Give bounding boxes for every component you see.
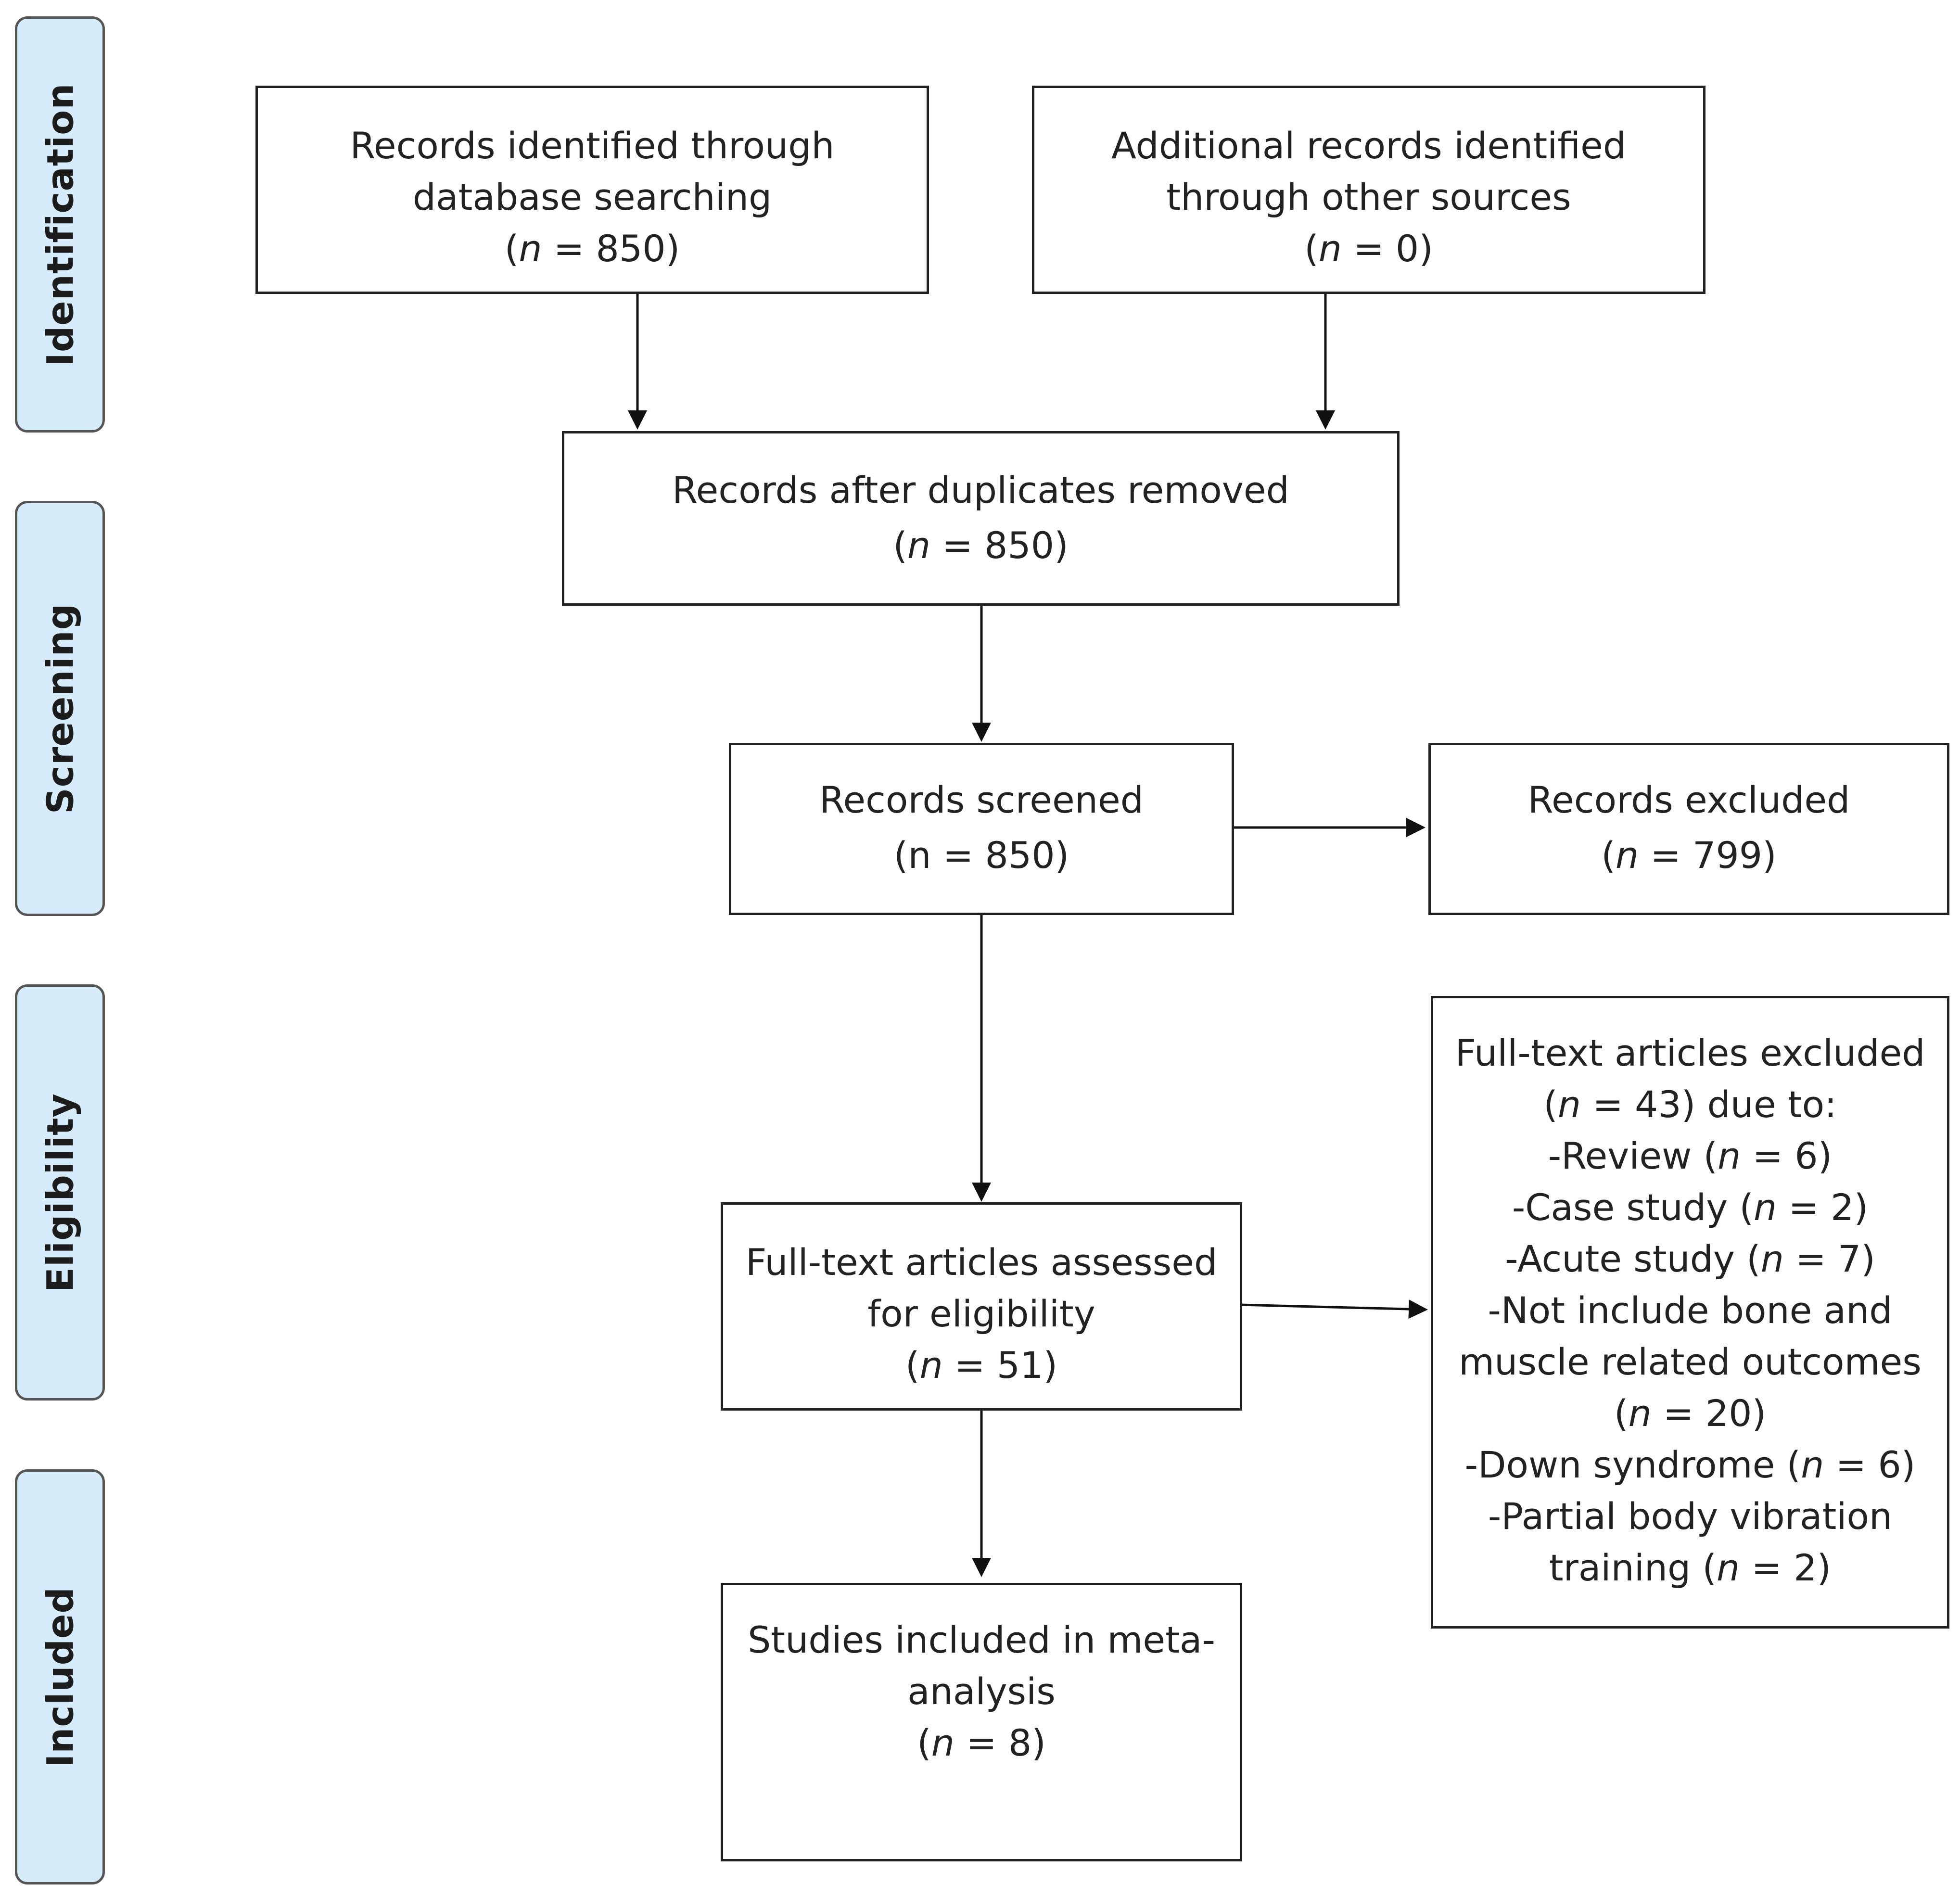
box-fulltext-excluded: Full-text articles excluded (n = 43) due…	[1431, 996, 1949, 1629]
box-records-after-duplicates: Records after duplicates removed (n = 85…	[562, 431, 1400, 606]
ftex-partial-body-2: training (n = 2)	[1549, 1546, 1832, 1589]
stage-included: Included	[15, 1469, 105, 1884]
other-line1: Additional records identified	[1111, 124, 1627, 167]
database-count: (n = 850)	[504, 227, 680, 270]
stage-identification: Identification	[15, 16, 105, 433]
ftex-line1: Full-text articles excluded	[1455, 1031, 1925, 1074]
ftex-not-include-count: (n = 20)	[1614, 1392, 1767, 1435]
database-line1: Records identified through	[350, 124, 835, 167]
screened-line1: Records screened	[819, 778, 1144, 821]
ftex-not-include-2: muscle related outcomes	[1459, 1340, 1922, 1383]
other-line2: through other sources	[1166, 176, 1571, 218]
database-line2: database searching	[412, 176, 772, 218]
box-additional-records: Additional records identified through ot…	[1032, 86, 1705, 294]
duplicates-count: (n = 850)	[893, 524, 1069, 567]
arrow-fulltext-to-excluded	[1240, 1299, 1428, 1319]
ftex-acute-study: -Acute study (n = 7)	[1505, 1237, 1875, 1280]
included-line1: Studies included in meta-	[748, 1618, 1215, 1661]
assessed-line2: for eligibility	[867, 1292, 1095, 1335]
excluded-line1: Records excluded	[1527, 778, 1850, 821]
ftex-partial-body-1: -Partial body vibration	[1488, 1495, 1893, 1538]
included-count: (n = 8)	[917, 1721, 1046, 1764]
stage-eligibility: Eligibility	[15, 984, 105, 1400]
ftex-down-syndrome: -Down syndrome (n = 6)	[1464, 1443, 1916, 1486]
ftex-review: -Review (n = 6)	[1548, 1134, 1833, 1177]
box-fulltext-assessed: Full-text articles assessed for eligibil…	[721, 1202, 1242, 1411]
ftex-case-study: -Case study (n = 2)	[1512, 1186, 1869, 1229]
other-count: (n = 0)	[1304, 227, 1433, 270]
stage-screening: Screening	[15, 501, 105, 916]
screened-line2: (n = 850)	[893, 834, 1069, 877]
excluded-count: (n = 799)	[1601, 834, 1777, 877]
duplicates-line1: Records after duplicates removed	[672, 469, 1289, 511]
ftex-not-include-1: -Not include bone and	[1488, 1289, 1893, 1332]
included-line2: analysis	[907, 1670, 1056, 1713]
box-records-screened: Records screened (n = 850)	[729, 743, 1234, 915]
box-records-excluded: Records excluded (n = 799)	[1428, 743, 1949, 915]
assessed-count: (n = 51)	[905, 1344, 1058, 1387]
assessed-line1: Full-text articles assessed	[745, 1241, 1218, 1284]
ftex-line2: (n = 43) due to:	[1543, 1083, 1837, 1126]
box-records-identified-database: Records identified through database sear…	[255, 86, 929, 294]
box-studies-included: Studies included in meta- analysis (n = …	[721, 1583, 1242, 1861]
